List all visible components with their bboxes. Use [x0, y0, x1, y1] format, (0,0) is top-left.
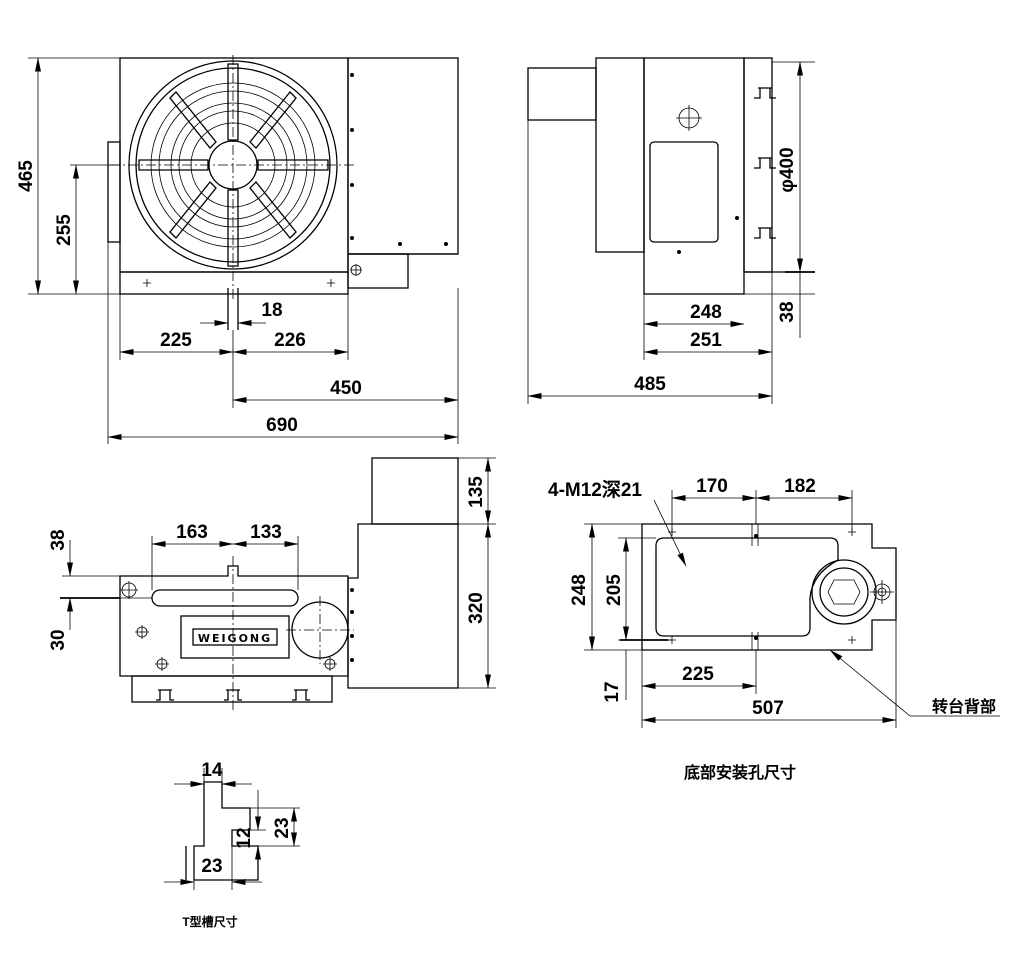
- dim-485: 485: [634, 374, 666, 395]
- bottom-view: [641, 523, 897, 651]
- tslot-dimensions: 14 12 23 23 T型槽尺寸: [164, 760, 300, 929]
- bottom-view-dimensions: 4-M12深21 170 182 248 205 225 17 507 转台背部…: [548, 476, 1000, 782]
- side-view: [527, 57, 800, 295]
- dim-248-side: 248: [690, 302, 722, 323]
- dim-phi400: φ400: [777, 147, 798, 192]
- dim-690: 690: [266, 415, 298, 436]
- rear-label: 转台背部: [932, 697, 996, 716]
- dim-320: 320: [466, 592, 487, 624]
- dim-163: 163: [176, 522, 208, 543]
- dim-38-front: 38: [48, 529, 69, 550]
- dim-205: 205: [604, 574, 625, 606]
- dim-14: 14: [201, 760, 223, 781]
- dim-226: 226: [274, 330, 306, 351]
- dim-182: 182: [784, 476, 816, 497]
- dim-225: 225: [160, 330, 192, 351]
- tslot-title: T型槽尺寸: [182, 914, 237, 929]
- dim-170: 170: [696, 476, 728, 497]
- dim-465: 465: [16, 160, 37, 192]
- dim-225-bottom: 225: [682, 664, 714, 685]
- front-view: WEIGONG: [119, 457, 459, 710]
- mount-holes-top: [143, 264, 362, 287]
- dim-133: 133: [250, 522, 282, 543]
- top-view-dimensions: 465 255 18 225 226 450 690: [16, 57, 459, 444]
- dim-248-bottom: 248: [569, 574, 590, 606]
- top-view: [107, 55, 459, 330]
- side-view-dimensions: φ400 38 248 251 485: [527, 61, 815, 404]
- dim-12: 12: [234, 827, 255, 848]
- dim-255: 255: [54, 214, 75, 246]
- dim-507: 507: [752, 698, 784, 719]
- front-view-dimensions: 38 30 163 133 135 320: [48, 457, 496, 689]
- dim-17: 17: [602, 681, 623, 702]
- bottom-title: 底部安装孔尺寸: [684, 763, 796, 782]
- dim-23-vert: 23: [272, 817, 293, 838]
- dim-450: 450: [330, 378, 362, 399]
- dim-18: 18: [261, 300, 282, 321]
- dim-251: 251: [690, 330, 722, 351]
- dim-135: 135: [466, 476, 487, 508]
- dim-38-side: 38: [777, 301, 798, 322]
- dim-30: 30: [48, 629, 69, 650]
- dim-23-horiz: 23: [201, 856, 222, 877]
- dim-tap-note: 4-M12深21: [548, 478, 642, 501]
- nameplate-text: WEIGONG: [198, 632, 272, 645]
